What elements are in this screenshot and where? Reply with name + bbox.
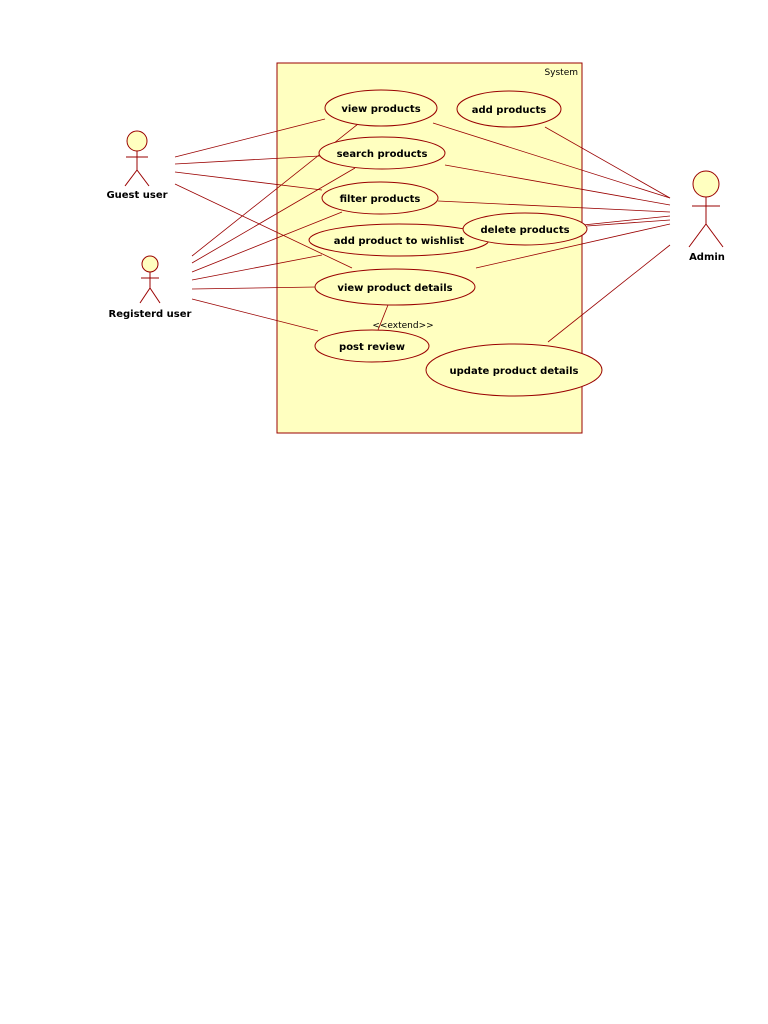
svg-text:post review: post review <box>339 342 405 353</box>
use-case-search-products: search products <box>318 136 446 170</box>
use-case-add-products: add products <box>456 90 562 128</box>
use-case-update-product-details: update product details <box>425 343 603 397</box>
system-label: System <box>544 68 578 78</box>
assoc-guest-view-product-details <box>174 183 353 269</box>
assoc-registered-search-products <box>191 167 356 264</box>
assoc-admin-view-products <box>432 122 671 199</box>
assoc-registered-view-product-details <box>191 286 317 290</box>
extend-line <box>377 304 389 331</box>
svg-text:add product to wishlist: add product to wishlist <box>334 236 465 247</box>
assoc-guest-view-products <box>174 118 326 158</box>
svg-text:view product details: view product details <box>337 283 452 294</box>
assoc-admin-search-products <box>444 164 671 206</box>
actor-guest-user <box>124 130 150 187</box>
svg-text:add products: add products <box>472 105 546 116</box>
assoc-guest-search-products <box>174 155 321 165</box>
associations <box>174 118 671 343</box>
svg-text:update product details: update product details <box>450 366 579 377</box>
assoc-admin-delete-products <box>586 219 671 227</box>
use-case-filter-products: filter products <box>321 181 439 215</box>
assoc-admin-view-product-details <box>475 223 671 269</box>
assoc-admin-update-product-details <box>547 244 671 343</box>
actor-registered-user-label: Registerd user <box>109 309 192 320</box>
svg-text:delete products: delete products <box>480 225 569 236</box>
actor-guest-user-label: Guest user <box>106 190 167 201</box>
use-case-view-product-details: view product details <box>314 268 476 306</box>
assoc-admin-filter-products <box>437 200 671 213</box>
assoc-guest-filter-products <box>174 171 323 191</box>
extend-label: <<extend>> <box>372 321 433 331</box>
use-case-post-review: post review <box>314 329 430 363</box>
use-case-view-products: view products <box>324 89 438 127</box>
svg-text:view products: view products <box>341 104 420 115</box>
actor-registered-user <box>139 255 161 304</box>
svg-text:search products: search products <box>337 149 428 160</box>
assoc-registered-post-review <box>191 298 319 332</box>
svg-text:filter products: filter products <box>340 194 421 205</box>
actor-admin-label: Admin <box>689 252 725 263</box>
use-case-delete-products: delete products <box>462 212 588 246</box>
actor-admin <box>688 170 724 248</box>
use-case-add-product-to-wishlist: add product to wishlist <box>308 223 490 257</box>
assoc-registered-wishlist <box>191 254 323 281</box>
assoc-registered-filter-products <box>191 211 343 273</box>
assoc-admin-add-products <box>544 126 671 199</box>
